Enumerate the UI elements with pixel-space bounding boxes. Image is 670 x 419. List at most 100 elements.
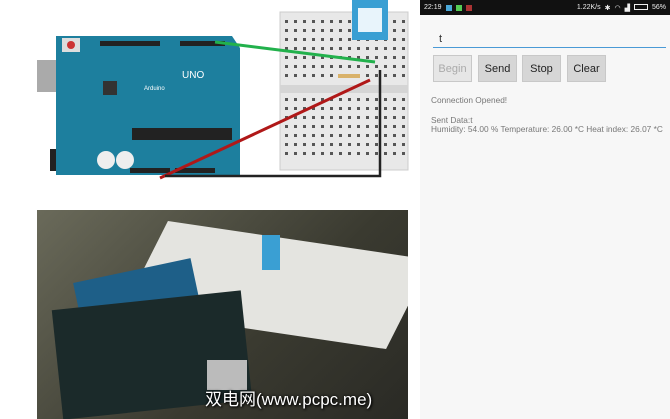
breadboard-hole bbox=[375, 47, 378, 50]
breadboard-hole bbox=[321, 116, 324, 119]
green-wire bbox=[214, 40, 376, 64]
breadboard-hole bbox=[330, 29, 333, 32]
breadboard-hole bbox=[285, 38, 288, 41]
breadboard-hole bbox=[348, 47, 351, 50]
breadboard-hole bbox=[393, 116, 396, 119]
breadboard-hole bbox=[285, 98, 288, 101]
signal-icon: ▟ bbox=[624, 4, 630, 12]
breadboard-hole bbox=[321, 125, 324, 128]
network-speed: 1.22K/s bbox=[576, 3, 601, 11]
breadboard-hole bbox=[366, 74, 369, 77]
breadboard-hole bbox=[375, 107, 378, 110]
breadboard-hole bbox=[348, 107, 351, 110]
breadboard-hole bbox=[285, 152, 288, 155]
breadboard-hole bbox=[294, 98, 297, 101]
breadboard-hole bbox=[402, 143, 405, 146]
breadboard-hole bbox=[294, 74, 297, 77]
board-brand: Arduino bbox=[144, 86, 165, 92]
sensor-reading: Humidity: 54.00 % Temperature: 26.00 *C … bbox=[431, 124, 663, 134]
circuit-photo bbox=[37, 210, 408, 419]
breadboard-hole bbox=[348, 29, 351, 32]
breadboard-hole bbox=[384, 107, 387, 110]
breadboard-hole bbox=[321, 98, 324, 101]
breadboard-hole bbox=[285, 29, 288, 32]
breadboard-hole bbox=[375, 74, 378, 77]
breadboard-hole bbox=[339, 107, 342, 110]
begin-button[interactable]: Begin bbox=[433, 55, 472, 82]
breadboard-hole bbox=[384, 152, 387, 155]
breadboard-hole bbox=[312, 98, 315, 101]
breadboard-hole bbox=[348, 38, 351, 41]
breadboard-hole bbox=[285, 143, 288, 146]
breadboard-hole bbox=[402, 98, 405, 101]
breadboard-hole bbox=[366, 65, 369, 68]
breadboard-hole bbox=[294, 116, 297, 119]
breadboard-hole bbox=[294, 125, 297, 128]
breadboard-hole bbox=[357, 65, 360, 68]
breadboard-hole bbox=[393, 65, 396, 68]
breadboard-hole bbox=[393, 125, 396, 128]
breadboard-hole bbox=[393, 47, 396, 50]
breadboard-hole bbox=[321, 152, 324, 155]
breadboard-hole bbox=[384, 74, 387, 77]
wiring-diagram: Arduino UNO bbox=[37, 0, 409, 180]
breadboard-hole bbox=[303, 143, 306, 146]
breadboard-hole bbox=[312, 20, 315, 23]
breadboard-hole bbox=[303, 98, 306, 101]
breadboard-hole bbox=[321, 20, 324, 23]
breadboard-hole bbox=[321, 47, 324, 50]
breadboard-hole bbox=[357, 47, 360, 50]
breadboard-hole bbox=[312, 143, 315, 146]
breadboard-hole bbox=[312, 47, 315, 50]
breadboard-hole bbox=[402, 20, 405, 23]
breadboard-hole bbox=[366, 98, 369, 101]
breadboard-hole bbox=[312, 38, 315, 41]
breadboard-hole bbox=[321, 65, 324, 68]
breadboard-hole bbox=[402, 116, 405, 119]
breadboard-hole bbox=[384, 134, 387, 137]
breadboard-hole bbox=[312, 134, 315, 137]
breadboard-hole bbox=[303, 38, 306, 41]
breadboard-hole bbox=[321, 143, 324, 146]
breadboard-hole bbox=[348, 134, 351, 137]
breadboard-hole bbox=[312, 107, 315, 110]
breadboard-hole bbox=[375, 98, 378, 101]
breadboard-hole bbox=[303, 152, 306, 155]
breadboard-hole bbox=[357, 143, 360, 146]
breadboard-hole bbox=[357, 152, 360, 155]
breadboard-hole bbox=[321, 107, 324, 110]
breadboard-hole bbox=[393, 107, 396, 110]
breadboard-hole bbox=[348, 20, 351, 23]
message-input[interactable] bbox=[433, 30, 666, 48]
breadboard-hole bbox=[312, 74, 315, 77]
breadboard-hole bbox=[375, 56, 378, 59]
breadboard-hole bbox=[285, 125, 288, 128]
black-wire bbox=[165, 70, 382, 178]
status-bar: 22:19 1.22K/s ✱ ◠ ▟ 56% bbox=[420, 0, 670, 15]
breadboard-hole bbox=[366, 116, 369, 119]
breadboard-hole bbox=[285, 47, 288, 50]
breadboard-hole bbox=[303, 56, 306, 59]
breadboard-hole bbox=[375, 65, 378, 68]
breadboard-hole bbox=[330, 152, 333, 155]
breadboard-hole bbox=[384, 116, 387, 119]
breadboard-hole bbox=[330, 116, 333, 119]
breadboard-hole bbox=[393, 56, 396, 59]
breadboard-hole bbox=[303, 29, 306, 32]
stop-button[interactable]: Stop bbox=[522, 55, 561, 82]
breadboard-hole bbox=[294, 134, 297, 137]
breadboard-hole bbox=[375, 143, 378, 146]
send-button[interactable]: Send bbox=[478, 55, 517, 82]
breadboard-hole bbox=[384, 98, 387, 101]
breadboard-hole bbox=[330, 38, 333, 41]
breadboard-hole bbox=[402, 38, 405, 41]
breadboard-hole bbox=[357, 56, 360, 59]
breadboard-hole bbox=[348, 125, 351, 128]
breadboard-hole bbox=[312, 65, 315, 68]
clear-button[interactable]: Clear bbox=[567, 55, 606, 82]
breadboard-hole bbox=[303, 20, 306, 23]
connection-status: Connection Opened! bbox=[431, 95, 508, 105]
breadboard-hole bbox=[393, 98, 396, 101]
breadboard-hole bbox=[393, 20, 396, 23]
breadboard-hole bbox=[330, 107, 333, 110]
